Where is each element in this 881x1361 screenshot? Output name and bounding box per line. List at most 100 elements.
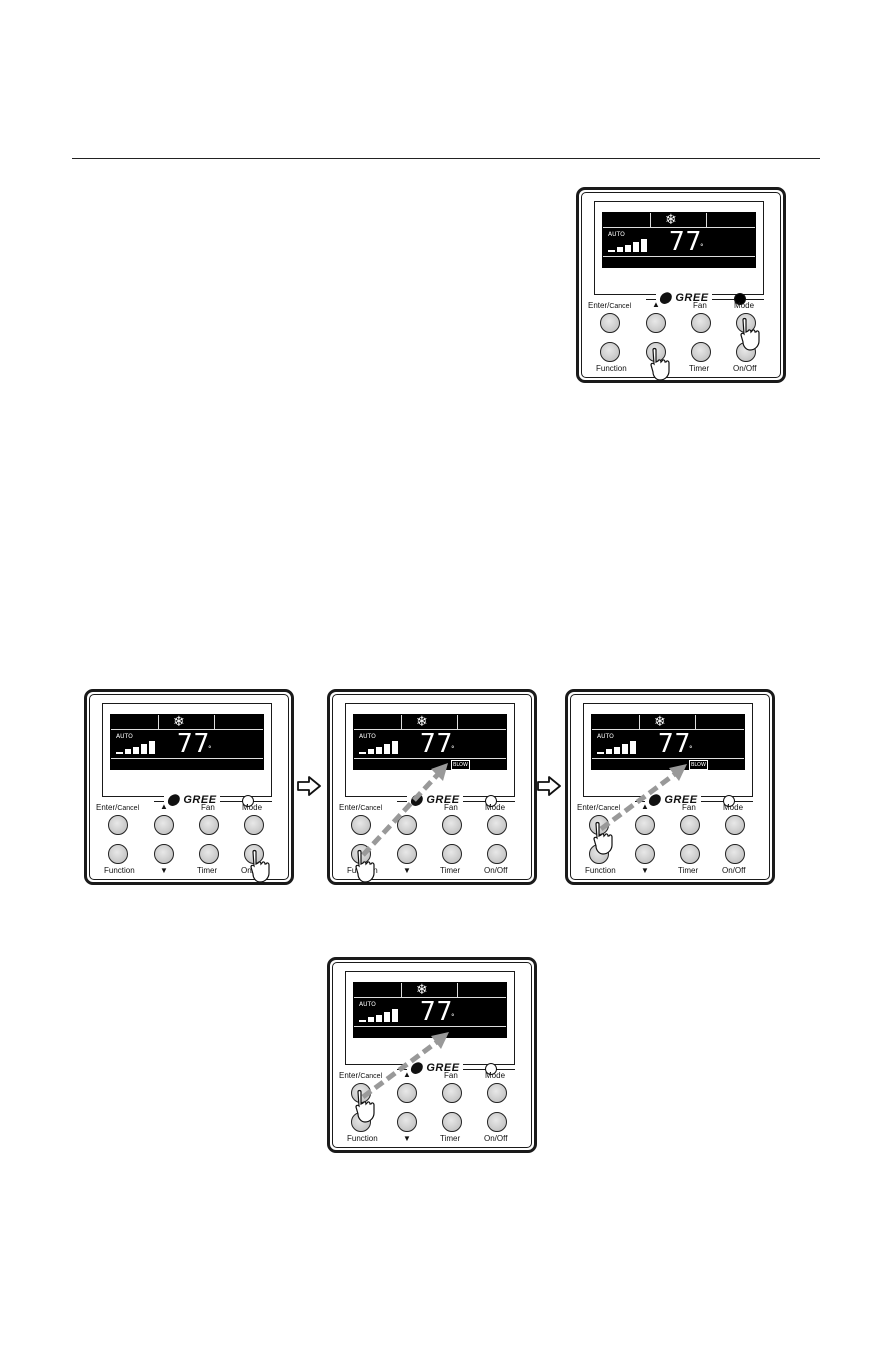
down-label: ▼ bbox=[403, 1134, 411, 1143]
temperature-display: 77 bbox=[420, 729, 454, 759]
pointing-hand-icon bbox=[650, 347, 670, 381]
up-label: ▲ bbox=[403, 802, 411, 811]
fan-button[interactable] bbox=[442, 1083, 462, 1103]
snowflake-icon: ❄ bbox=[654, 714, 666, 730]
auto-label: AUTO bbox=[359, 733, 376, 740]
up-label: ▲ bbox=[652, 300, 660, 309]
down-label: ▼ bbox=[160, 866, 168, 875]
function-label: Function bbox=[104, 866, 135, 875]
timer-label: Timer bbox=[440, 866, 461, 875]
mode-label: Mode bbox=[723, 803, 744, 812]
enter-cancel-button[interactable] bbox=[351, 815, 371, 835]
timer-button[interactable] bbox=[442, 1112, 462, 1132]
hollow-right-arrow-icon bbox=[537, 776, 561, 796]
auto-label: AUTO bbox=[597, 733, 614, 740]
fan-speed-bars-icon bbox=[608, 239, 647, 252]
lcd-display: ❄ AUTO 77 ° bbox=[110, 714, 264, 770]
display-window: ❄ AUTO 77 ° bbox=[102, 703, 272, 797]
gree-logo: ⬤ GREE bbox=[164, 793, 220, 806]
timer-button[interactable] bbox=[442, 844, 462, 864]
temperature-display: 77 bbox=[177, 729, 211, 759]
indicator-light bbox=[485, 1063, 497, 1075]
fan-label: Fan bbox=[693, 301, 707, 310]
fan-button[interactable] bbox=[199, 815, 219, 835]
fan-button[interactable] bbox=[442, 815, 462, 835]
down-label: ▼ bbox=[641, 866, 649, 875]
down-button[interactable] bbox=[154, 844, 174, 864]
function-label: Function bbox=[596, 364, 627, 373]
mode-button[interactable] bbox=[487, 1083, 507, 1103]
display-window: ❄ AUTO 77 ° BLOW bbox=[583, 703, 753, 797]
down-button[interactable] bbox=[635, 844, 655, 864]
blow-indicator: BLOW bbox=[689, 760, 708, 770]
fan-speed-bars-icon bbox=[597, 741, 636, 754]
remote-controller-3: ❄ AUTO 77 ° BLOW ⬤ GREE Enter/Cancel ▲ F… bbox=[327, 689, 537, 885]
function-button[interactable] bbox=[108, 844, 128, 864]
indicator-light bbox=[485, 795, 497, 807]
lcd-display: ❄ AUTO 77 ° bbox=[353, 982, 507, 1038]
up-label: ▲ bbox=[641, 802, 649, 811]
up-button[interactable] bbox=[646, 313, 666, 333]
fan-label: Fan bbox=[444, 1071, 458, 1080]
up-button[interactable] bbox=[154, 815, 174, 835]
temperature-display: 77 bbox=[669, 227, 703, 257]
timer-button[interactable] bbox=[680, 844, 700, 864]
enter-cancel-label: Enter/Cancel bbox=[588, 301, 632, 310]
down-button[interactable] bbox=[397, 1112, 417, 1132]
mode-button[interactable] bbox=[725, 815, 745, 835]
fan-button[interactable] bbox=[680, 815, 700, 835]
display-window: ❄ AUTO 77 ° BLOW bbox=[345, 703, 515, 797]
down-label: ▼ bbox=[403, 866, 411, 875]
auto-label: AUTO bbox=[359, 1001, 376, 1008]
degree-symbol: ° bbox=[208, 745, 212, 753]
onoff-label: On/Off bbox=[484, 866, 508, 875]
display-window: ❄ AUTO 77 ° bbox=[345, 971, 515, 1065]
onoff-button[interactable] bbox=[487, 1112, 507, 1132]
indicator-light bbox=[723, 795, 735, 807]
enter-cancel-label: Enter/Cancel bbox=[339, 803, 383, 812]
remote-controller-1: ❄ AUTO 77 ° ⬤ GREE Enter/Cancel ▲ Fan Mo… bbox=[576, 187, 786, 383]
header-rule bbox=[72, 158, 820, 159]
auto-label: AUTO bbox=[608, 231, 625, 238]
up-label: ▲ bbox=[403, 1070, 411, 1079]
mode-button[interactable] bbox=[244, 815, 264, 835]
enter-cancel-button[interactable] bbox=[600, 313, 620, 333]
mode-label: Mode bbox=[242, 803, 263, 812]
blow-indicator: BLOW bbox=[451, 760, 470, 770]
onoff-button[interactable] bbox=[487, 844, 507, 864]
onoff-label: On/Off bbox=[722, 866, 746, 875]
fan-label: Fan bbox=[444, 803, 458, 812]
mode-button[interactable] bbox=[487, 815, 507, 835]
degree-symbol: ° bbox=[700, 243, 704, 251]
up-label: ▲ bbox=[160, 802, 168, 811]
enter-cancel-button[interactable] bbox=[108, 815, 128, 835]
down-button[interactable] bbox=[397, 844, 417, 864]
remote-controller-4: ❄ AUTO 77 ° BLOW ⬤ GREE Enter/Cancel ▲ F… bbox=[565, 689, 775, 885]
enter-cancel-label: Enter/Cancel bbox=[577, 803, 621, 812]
temperature-display: 77 bbox=[658, 729, 692, 759]
degree-symbol: ° bbox=[451, 745, 455, 753]
onoff-label: On/Off bbox=[733, 364, 757, 373]
auto-label: AUTO bbox=[116, 733, 133, 740]
timer-label: Timer bbox=[678, 866, 699, 875]
snowflake-icon: ❄ bbox=[173, 714, 185, 730]
fan-speed-bars-icon bbox=[116, 741, 155, 754]
timer-label: Timer bbox=[689, 364, 710, 373]
function-button[interactable] bbox=[600, 342, 620, 362]
up-button[interactable] bbox=[635, 815, 655, 835]
fan-button[interactable] bbox=[691, 313, 711, 333]
lcd-display: ❄ AUTO 77 ° BLOW bbox=[591, 714, 745, 770]
lcd-display: ❄ AUTO 77 ° bbox=[602, 212, 756, 268]
up-button[interactable] bbox=[397, 1083, 417, 1103]
degree-symbol: ° bbox=[451, 1013, 455, 1021]
snowflake-icon: ❄ bbox=[416, 714, 428, 730]
up-button[interactable] bbox=[397, 815, 417, 835]
timer-label: Timer bbox=[197, 866, 218, 875]
onoff-button[interactable] bbox=[725, 844, 745, 864]
timer-button[interactable] bbox=[199, 844, 219, 864]
timer-button[interactable] bbox=[691, 342, 711, 362]
function-label: Function bbox=[347, 1134, 378, 1143]
enter-cancel-label: Enter/Cancel bbox=[96, 803, 140, 812]
display-window: ❄ AUTO 77 ° bbox=[594, 201, 764, 295]
snowflake-icon: ❄ bbox=[416, 982, 428, 998]
